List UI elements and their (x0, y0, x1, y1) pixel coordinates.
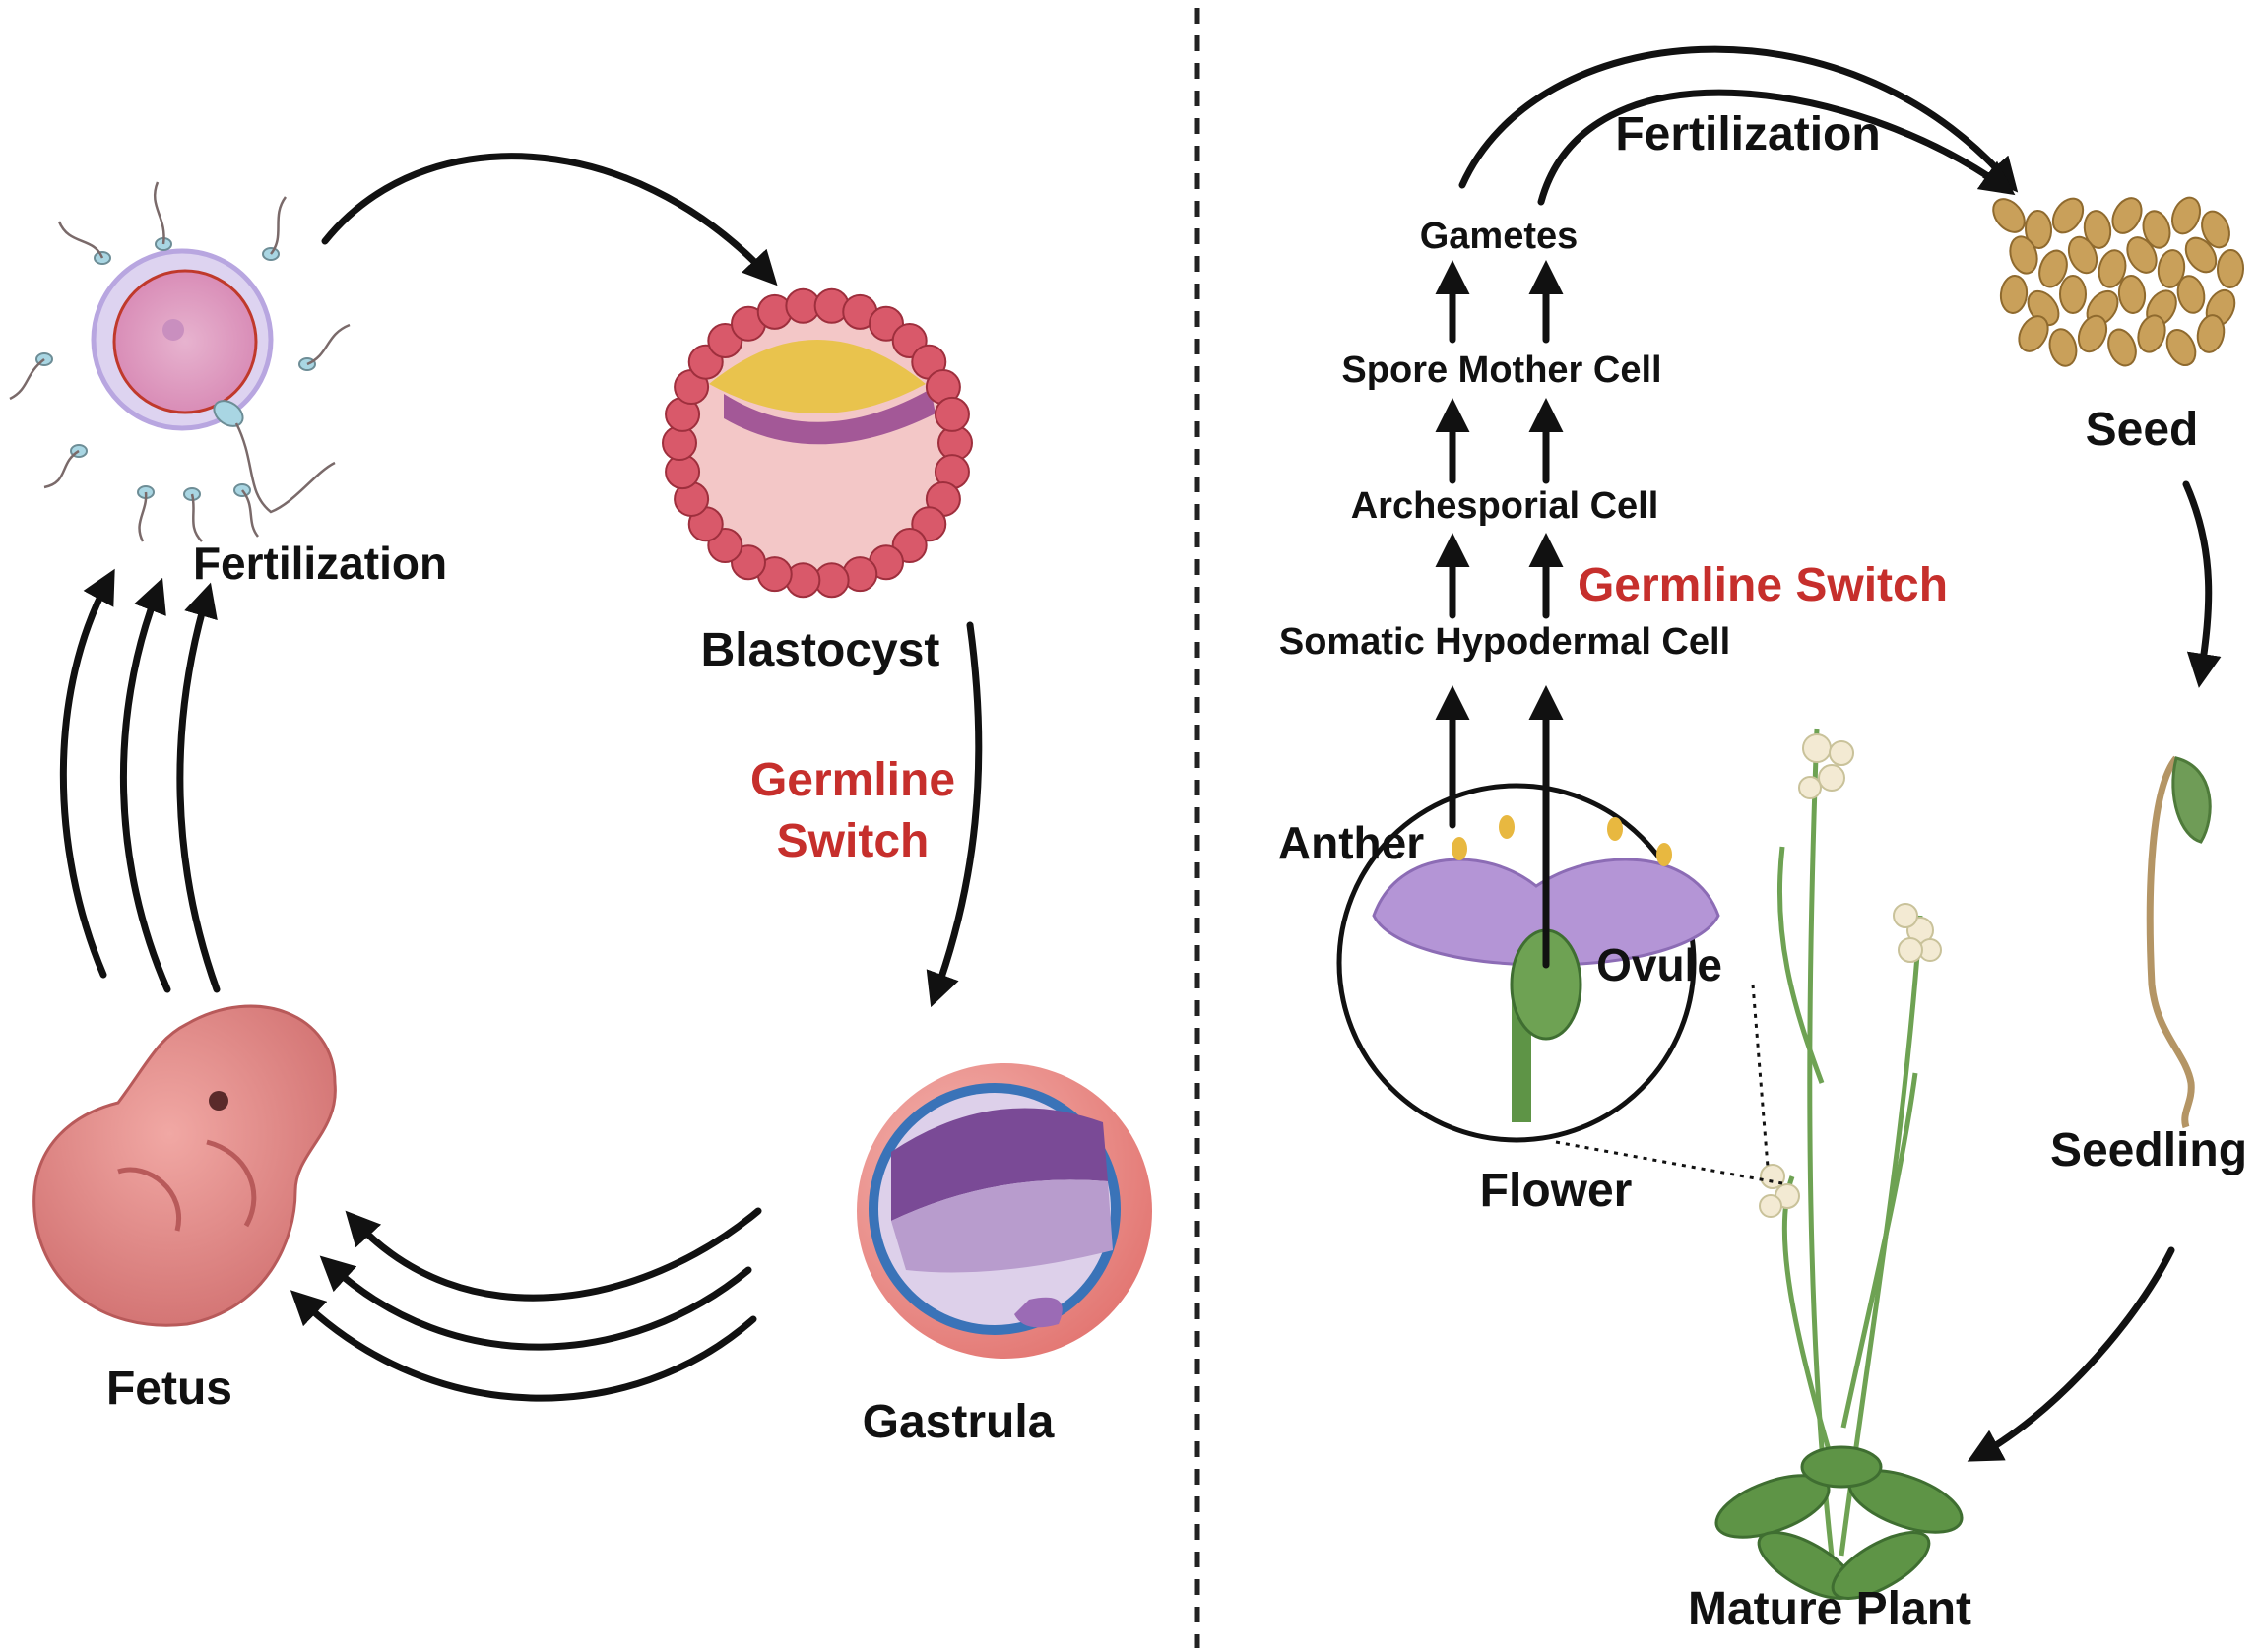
seed-grain (2051, 197, 2085, 234)
label-flower: Flower (1480, 1165, 1633, 1217)
label-spore-mother-cell: Spore Mother Cell (1341, 349, 1661, 391)
arrow-seedling-to-mature-plant (1967, 1246, 2175, 1462)
flower-callout-line-2 (1751, 984, 1770, 1168)
seed-grain (2137, 314, 2166, 353)
label-fetus: Fetus (106, 1363, 232, 1415)
label-seedling: Seedling (2050, 1124, 2247, 1176)
seed-illustration (1992, 196, 2245, 367)
seed-grain (2184, 236, 2218, 274)
blastocyst-cell (934, 396, 970, 432)
seed-grain (2024, 210, 2053, 249)
label-archesporial-cell: Archesporial Cell (1351, 485, 1659, 527)
label-germline-switch-line2: Switch (777, 815, 930, 867)
arrow-gametes-to-seed-2 (1537, 89, 2016, 206)
seed-grain (1992, 198, 2026, 233)
seed-grain (2157, 249, 2186, 288)
label-fertilization-animal: Fertilization (193, 538, 447, 589)
label-ovule: Ovule (1596, 939, 1722, 990)
arrow-fertilization-to-blastocyst (321, 153, 778, 286)
seed-grain (2009, 235, 2038, 275)
seed-grain (2201, 210, 2230, 249)
label-germline-switch-line1: Germline (750, 754, 955, 806)
arrow-gastrula-to-fetus-1 (345, 1207, 762, 1302)
arrow-fetus-to-fertilization-2 (119, 577, 171, 993)
arrow-gastrula-to-fetus-2 (319, 1255, 752, 1351)
seed-grain (2048, 328, 2078, 367)
plant-illustration (1714, 728, 1964, 1600)
label-fertilization-plant: Fertilization (1615, 108, 1880, 160)
arrow-seed-to-seedling (2182, 480, 2222, 688)
egg-sperm-illustration (9, 181, 351, 542)
arrow-fetus-to-fertilization-1 (59, 568, 115, 979)
fetus-illustration (32, 1004, 337, 1327)
seed-grain (2067, 235, 2098, 275)
label-seed: Seed (2086, 404, 2199, 456)
seed-grain (2117, 275, 2147, 314)
seed-grain (2142, 210, 2171, 249)
seed-grain (2196, 314, 2226, 353)
seed-grain (2111, 197, 2143, 234)
arrow-fetus-to-fertilization-3 (176, 582, 221, 993)
label-blastocyst: Blastocyst (701, 624, 940, 676)
seedling-illustration (2146, 755, 2212, 1129)
seed-grain (2126, 236, 2158, 274)
gastrula-illustration (857, 1063, 1152, 1359)
arrow-gametes-to-seed-1 (1458, 45, 2019, 193)
seed-grain (2059, 275, 2087, 314)
seed-grain (2018, 315, 2049, 352)
label-germline-switch-plant: Germline Switch (1578, 559, 1948, 611)
label-mature-plant: Mature Plant (1688, 1583, 1971, 1635)
arrow-gastrula-to-fetus-3 (290, 1290, 757, 1402)
label-gastrula: Gastrula (863, 1396, 1055, 1448)
label-anther: Anther (1278, 817, 1424, 868)
seed-grain (2171, 196, 2201, 235)
seed-grain (2165, 328, 2197, 367)
seed-grain (2216, 249, 2245, 288)
blastocyst-illustration (662, 287, 973, 599)
arrow-blastocyst-to-gastrula (926, 621, 983, 1008)
seed-grain (2098, 249, 2127, 288)
seed-grain (2038, 249, 2068, 288)
label-gametes: Gametes (1420, 216, 1579, 257)
seed-grain (2077, 314, 2108, 353)
label-somatic-hypodermal-cell: Somatic Hypodermal Cell (1279, 621, 1730, 663)
seed-grain (2176, 275, 2206, 314)
seed-grain (2083, 210, 2112, 249)
seed-grain (2107, 328, 2137, 367)
seed-grain (1999, 275, 2029, 314)
